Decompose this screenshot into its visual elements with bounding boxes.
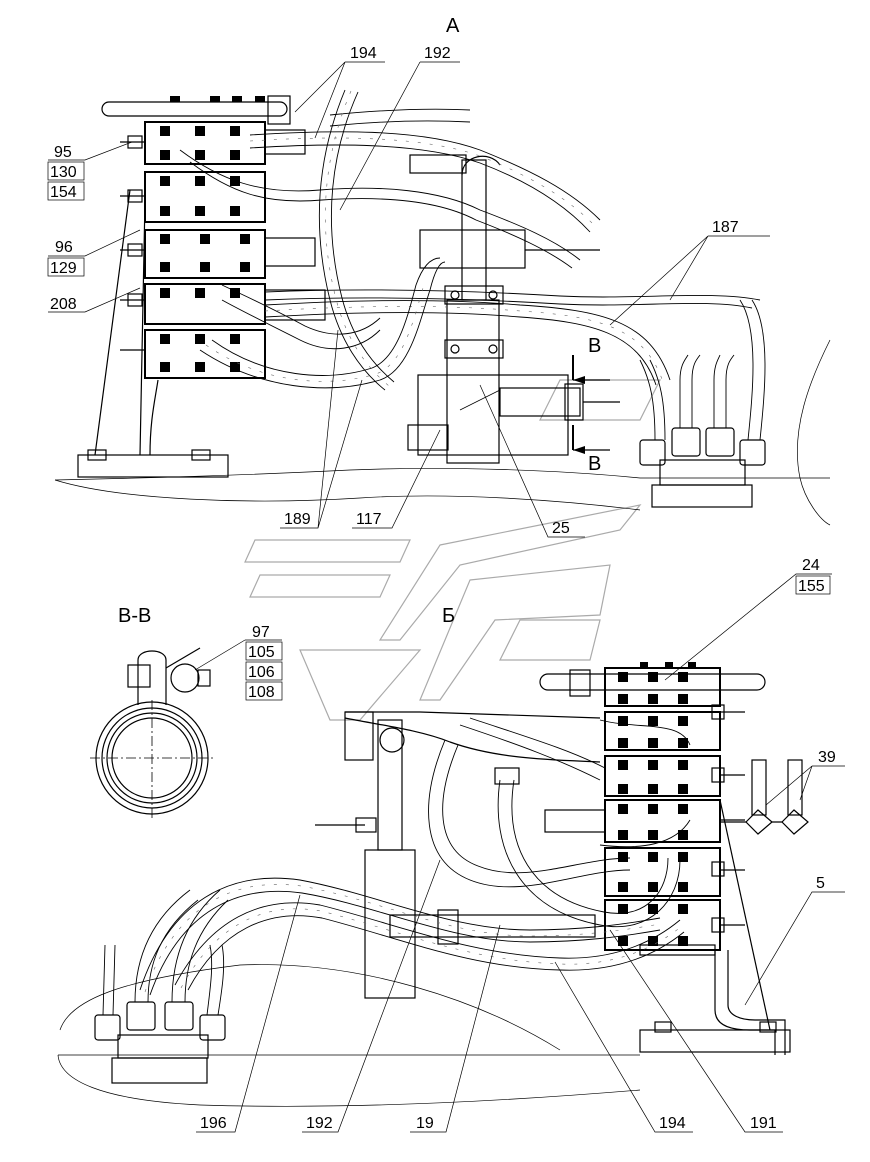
callout-194-bottom: 194 — [659, 1115, 686, 1132]
view-b: Б — [57, 605, 809, 1107]
watermark-logo — [244, 379, 661, 721]
callout-196: 196 — [200, 1115, 227, 1132]
callout-5: 5 — [816, 875, 825, 892]
callout-130: 130 — [50, 164, 77, 181]
cut-label-top: В — [588, 335, 601, 357]
cut-label-bottom: В — [588, 453, 601, 475]
view-b-title: Б — [442, 605, 455, 627]
callout-96: 96 — [55, 239, 73, 256]
callout-117: 117 — [356, 511, 382, 528]
callouts: 194 192 95 130 154 96 129 208 187 189 11… — [47, 45, 845, 1133]
callout-129: 129 — [50, 260, 77, 277]
callout-24: 24 — [802, 557, 820, 574]
callout-25: 25 — [552, 520, 570, 537]
callout-108: 108 — [248, 684, 275, 701]
callout-95: 95 — [54, 144, 72, 161]
callout-192-top: 192 — [424, 45, 451, 62]
view-a: А — [54, 15, 831, 526]
callout-106: 106 — [248, 664, 275, 681]
section-title: В-В — [118, 605, 151, 627]
callout-194-top: 194 — [350, 45, 377, 62]
callout-19: 19 — [416, 1115, 434, 1132]
callout-39: 39 — [818, 749, 836, 766]
callout-191: 191 — [750, 1115, 777, 1132]
callout-208: 208 — [50, 296, 77, 313]
callout-105: 105 — [248, 644, 275, 661]
callout-187: 187 — [712, 219, 739, 236]
callout-97: 97 — [252, 624, 270, 641]
view-a-title: А — [446, 15, 460, 37]
callout-155: 155 — [798, 578, 825, 595]
callout-154: 154 — [50, 184, 77, 201]
callout-189: 189 — [284, 511, 311, 528]
callout-192-bottom: 192 — [306, 1115, 333, 1132]
section-b-b: В-В — [90, 605, 214, 820]
